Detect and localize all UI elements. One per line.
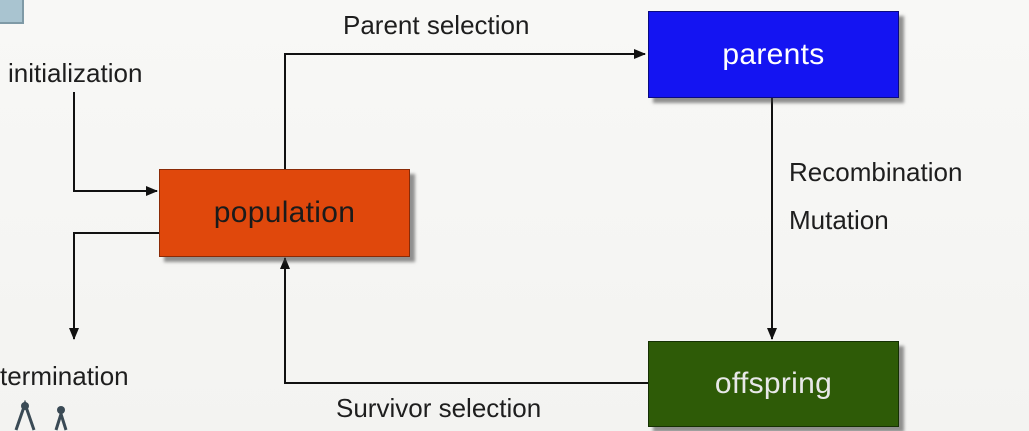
people-icon <box>14 400 68 431</box>
parents-node-label: parents <box>722 37 825 71</box>
corner-badge <box>0 0 24 24</box>
mutation-label: Mutation <box>789 205 889 235</box>
offspring-node-label: offspring <box>714 367 833 400</box>
parents-node: parents <box>648 11 899 98</box>
initialization-label: initialization <box>8 58 143 88</box>
parent-selection-label: Parent selection <box>343 10 530 40</box>
population-node: population <box>159 169 410 257</box>
edge-population-to-parents <box>284 49 646 169</box>
survivor-selection-label: Survivor selection <box>336 393 542 423</box>
edge-initialization-to-population <box>73 92 158 196</box>
population-node-label: population <box>213 196 356 229</box>
offspring-node: offspring <box>648 341 899 427</box>
edge-population-to-termination <box>69 232 160 340</box>
termination-label: termination <box>0 361 129 391</box>
recombination-label: Recombination <box>789 157 963 187</box>
edge-offspring-to-population <box>280 257 648 384</box>
